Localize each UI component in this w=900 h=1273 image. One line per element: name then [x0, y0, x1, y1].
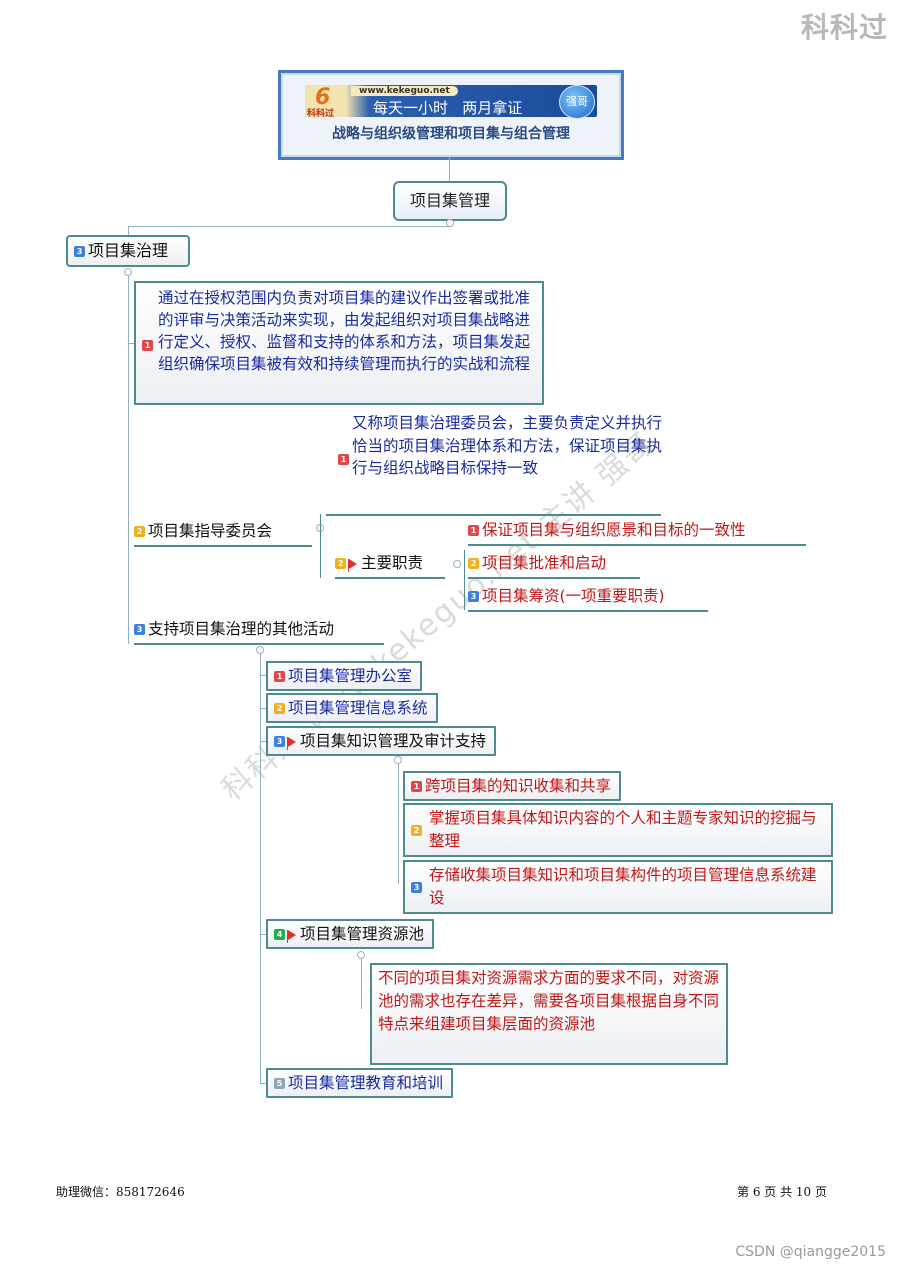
logo-icon: 6 — [315, 85, 331, 110]
priority-2-icon: 2 — [134, 526, 145, 537]
steering-committee-description[interactable]: 1 又称项目集治理委员会，主要负责定义并执行恰当的项目集治理体系和方法，保证项目… — [338, 412, 663, 480]
central-topic[interactable]: 项目集管理 — [393, 181, 507, 221]
knowledge-child-node[interactable]: 3 存储收集项目集知识和项目集构件的项目管理信息系统建设 — [403, 860, 833, 914]
activity-label: 项目集管理资源池 — [300, 925, 425, 943]
priority-3-icon: 3 — [411, 882, 422, 893]
collapse-toggle-icon[interactable] — [394, 756, 402, 764]
connector — [128, 276, 129, 644]
activity-label: 项目集知识管理及审计支持 — [300, 732, 487, 750]
collapse-toggle-icon[interactable] — [453, 560, 461, 568]
knowledge-child-text: 掌握项目集具体知识内容的个人和主题专家知识的挖掘与整理 — [429, 809, 817, 850]
collapse-toggle-icon[interactable] — [256, 646, 264, 654]
connector — [260, 934, 266, 935]
banner-title: 战略与组织级管理和项目集与组合管理 — [332, 126, 570, 142]
collapse-toggle-icon[interactable] — [124, 268, 132, 276]
banner-strip: 6 科科过 www.kekeguo.net 每天一小时 两月拿证 强哥 — [305, 85, 597, 119]
knowledge-child-text: 跨项目集的知识收集和共享 — [425, 777, 612, 795]
activity-knowledge-node[interactable]: 3 项目集知识管理及审计支持 — [266, 726, 497, 756]
resource-pool-description-text: 不同的项目集对资源需求方面的要求不同，对资源池的需求也存在差异，需要各项目集根据… — [378, 969, 720, 1033]
priority-1-icon: 1 — [142, 340, 153, 351]
duty-text: 项目集批准和启动 — [482, 554, 607, 572]
collapse-toggle-icon[interactable] — [357, 951, 365, 959]
connector — [449, 157, 450, 181]
connector — [320, 514, 321, 578]
governance-definition-node[interactable]: 1 通过在授权范围内负责对项目集的建议作出签署或批准的评审与决策活动来实现，由发… — [134, 281, 544, 405]
connector — [260, 1083, 266, 1084]
connector — [260, 741, 266, 742]
priority-2-icon: 2 — [274, 703, 285, 714]
duty-text: 项目集筹资(一项重要职责) — [482, 587, 665, 605]
footer-contact: 助理微信：858172646 — [56, 1185, 185, 1199]
connector — [128, 226, 129, 235]
flag-icon — [287, 929, 296, 943]
priority-1-icon: 1 — [468, 525, 479, 536]
logo-text: 科科过 — [307, 109, 335, 119]
priority-2-icon: 2 — [468, 558, 479, 569]
description-underline — [326, 514, 661, 516]
website-url: www.kekeguo.net — [351, 86, 458, 96]
logo: 6 科科过 — [307, 85, 347, 119]
connector — [398, 764, 399, 884]
connector — [464, 550, 465, 610]
connector — [128, 343, 134, 344]
duty-text: 保证项目集与组织愿景和目标的一致性 — [482, 521, 746, 539]
csdn-credit: CSDN @qiangge2015 — [735, 1244, 886, 1260]
activity-label: 项目集管理办公室 — [288, 667, 413, 685]
priority-3-icon: 3 — [274, 736, 285, 747]
main-topic-label: 项目集治理 — [88, 241, 169, 260]
priority-2-icon: 2 — [411, 825, 422, 836]
instructor-badge: 强哥 — [559, 85, 595, 119]
governance-definition-text: 通过在授权范围内负责对项目集的建议作出签署或批准的评审与决策活动来实现，由发起组… — [158, 289, 531, 373]
priority-1-icon: 1 — [411, 781, 422, 792]
connector — [128, 226, 450, 227]
main-duties-node[interactable]: 2 主要职责 — [335, 551, 445, 579]
priority-3-icon: 3 — [134, 624, 145, 635]
priority-5-icon: 5 — [274, 1078, 285, 1089]
collapse-toggle-icon[interactable] — [446, 219, 454, 227]
knowledge-child-text: 存储收集项目集知识和项目集构件的项目管理信息系统建设 — [429, 866, 817, 907]
other-activities-label: 支持项目集治理的其他活动 — [148, 620, 335, 638]
main-duties-label: 主要职责 — [361, 554, 424, 572]
priority-1-icon: 1 — [274, 671, 285, 682]
slogan: 每天一小时 两月拿证 — [373, 99, 523, 117]
priority-4-icon: 4 — [274, 929, 285, 940]
knowledge-child-node[interactable]: 2 掌握项目集具体知识内容的个人和主题专家知识的挖掘与整理 — [403, 803, 833, 857]
connector — [260, 654, 261, 1084]
priority-3-icon: 3 — [468, 591, 479, 602]
header-banner: 6 科科过 www.kekeguo.net 每天一小时 两月拿证 强哥 战略与组… — [278, 70, 624, 160]
connector — [260, 675, 266, 676]
activity-label: 项目集管理教育和培训 — [288, 1074, 444, 1092]
steering-committee-description-text: 又称项目集治理委员会，主要负责定义并执行恰当的项目集治理体系和方法，保证项目集执… — [352, 414, 663, 477]
footer-page-info: 第 6 页 共 10 页 — [737, 1185, 827, 1199]
priority-3-icon: 3 — [74, 246, 85, 257]
activity-label: 项目集管理信息系统 — [288, 699, 428, 717]
connector — [260, 708, 266, 709]
resource-pool-description[interactable]: 不同的项目集对资源需求方面的要求不同，对资源池的需求也存在差异，需要各项目集根据… — [370, 963, 728, 1065]
flag-icon — [287, 736, 296, 750]
priority-2-icon: 2 — [335, 558, 346, 569]
corner-brand-logo: 科科过 — [800, 11, 888, 44]
steering-committee-label: 项目集指导委员会 — [148, 522, 273, 540]
priority-1-icon: 1 — [338, 454, 349, 465]
connector — [361, 959, 362, 1009]
activity-resource-pool-node[interactable]: 4 项目集管理资源池 — [266, 919, 435, 949]
flag-icon — [348, 558, 357, 572]
